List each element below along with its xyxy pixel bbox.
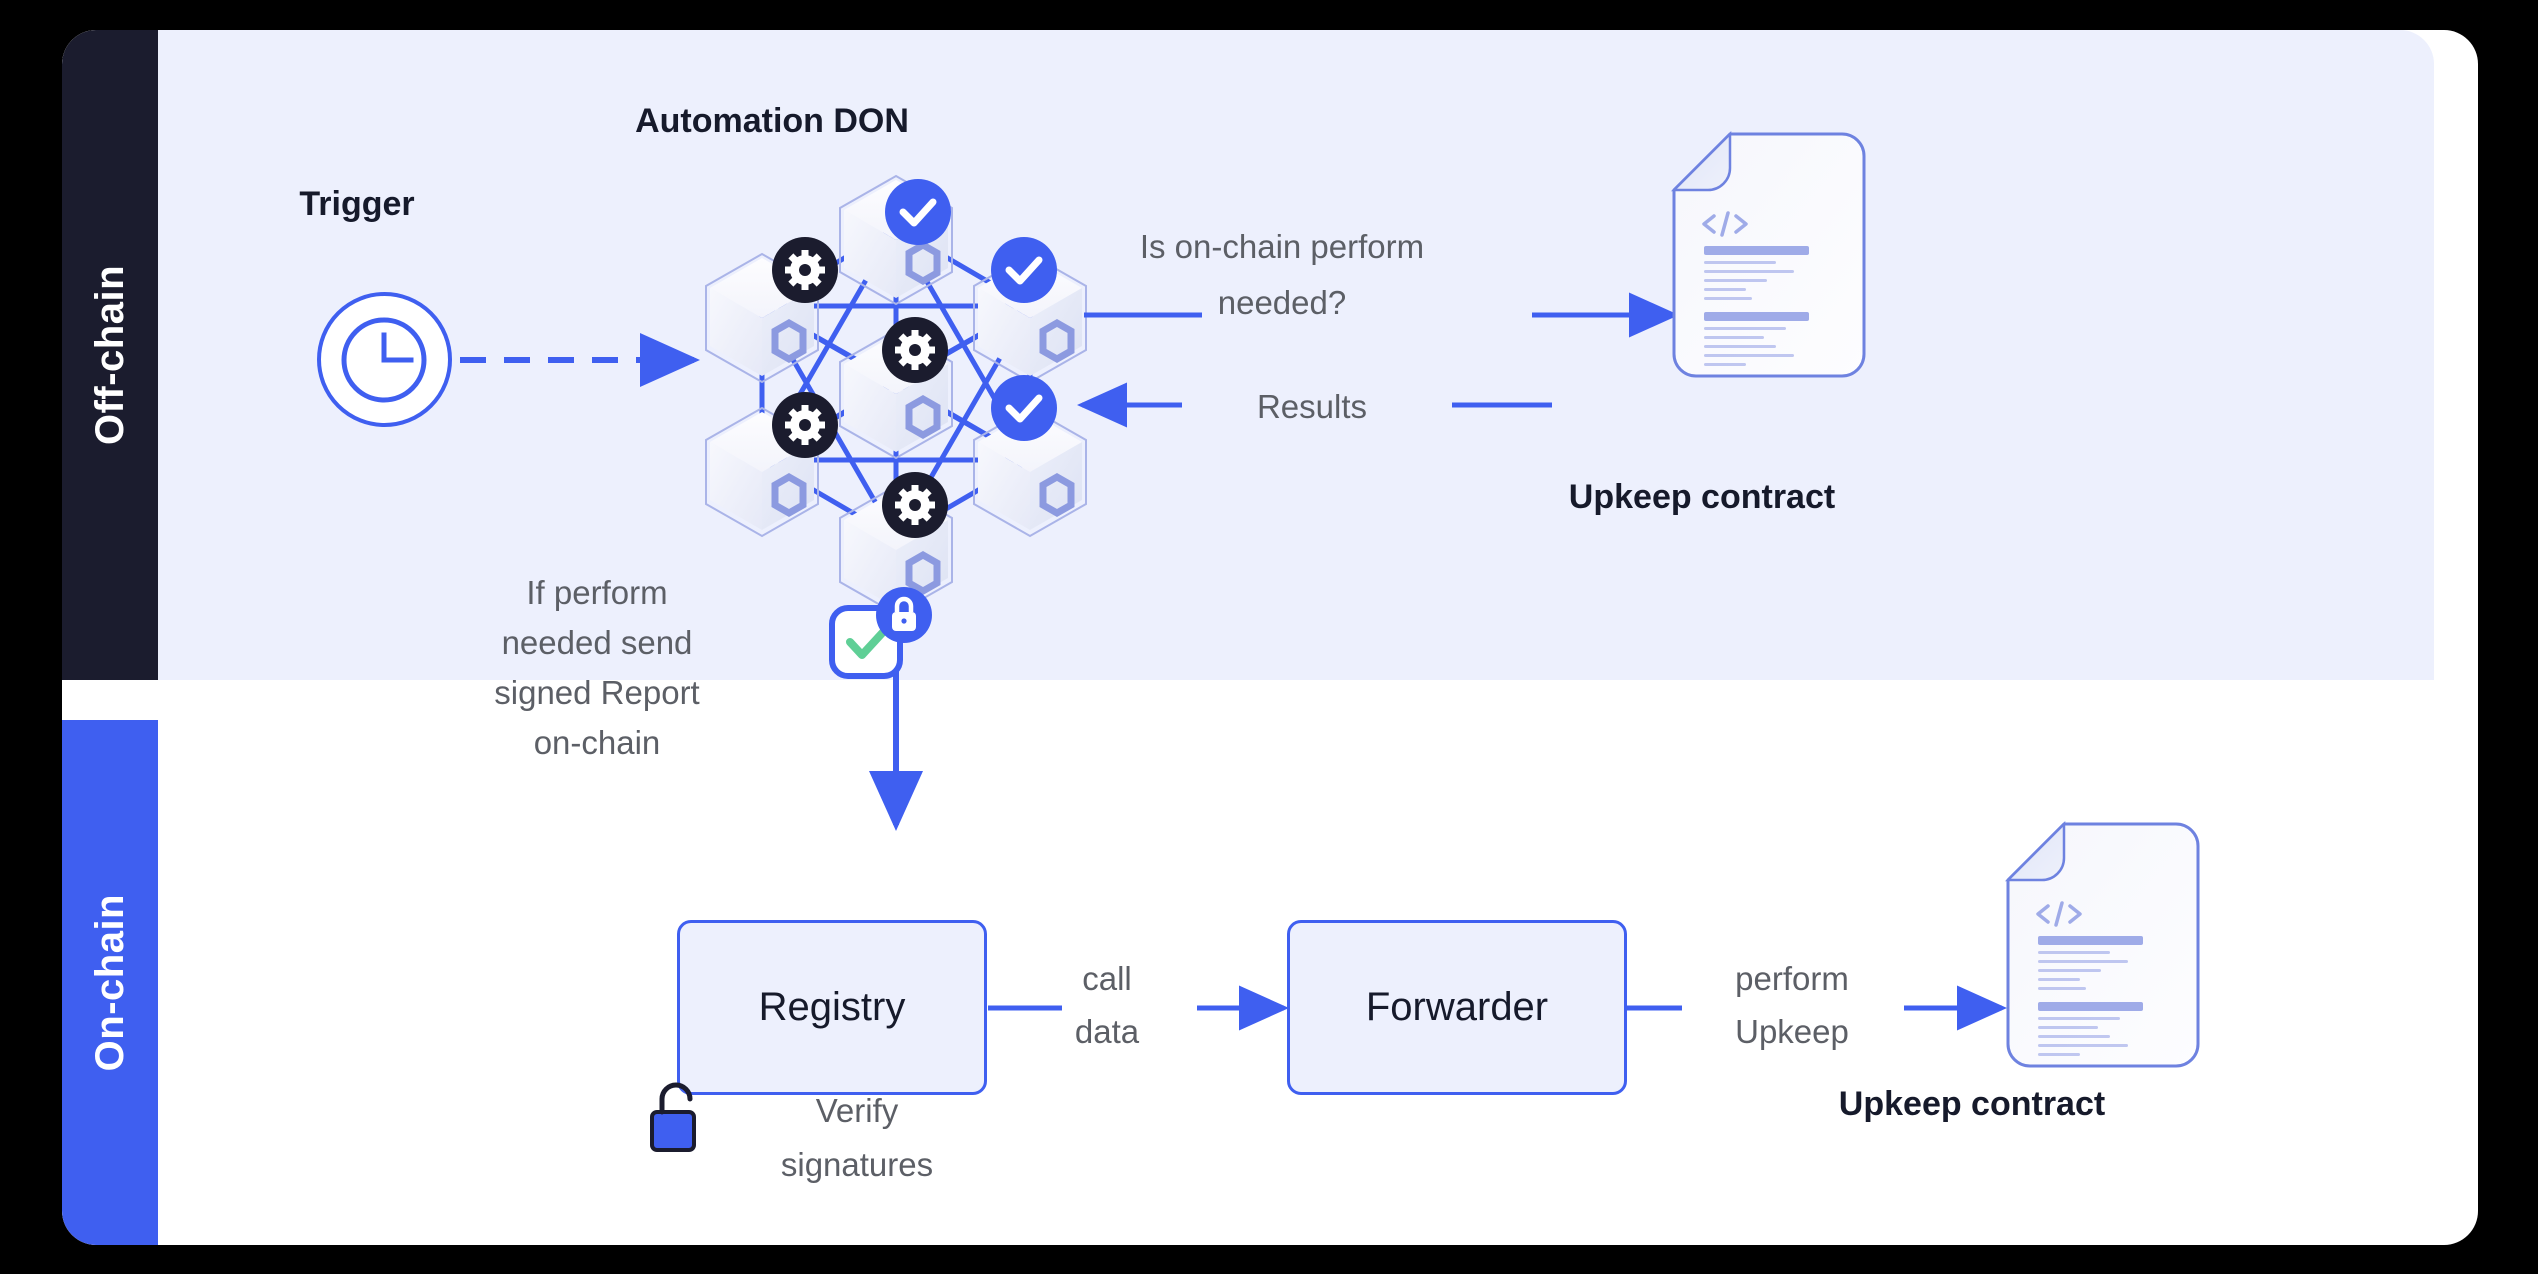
if-perform-line2: needed send <box>501 624 693 661</box>
registry-box[interactable]: Registry <box>677 920 987 1095</box>
band-offchain-label: Off-chain <box>88 264 132 446</box>
is-perform-needed-line2: needed? <box>1217 284 1347 321</box>
offchain-region <box>158 30 2434 680</box>
trigger-ring <box>317 292 452 427</box>
band-offchain: Off-chain <box>62 30 158 680</box>
verify-signatures-line1: Verify <box>815 1092 899 1129</box>
upkeep-contract-doc-bottom <box>2004 820 2200 1068</box>
upkeep-contract-top-label: Upkeep contract <box>1568 478 1836 516</box>
diagram-card: Off-chain On-chain Trigger Automation DO… <box>62 30 2478 1245</box>
registry-label: Registry <box>758 985 906 1029</box>
if-perform-line3: signed Report <box>494 674 700 711</box>
call-data-line2: data <box>1074 1013 1140 1050</box>
forwarder-box[interactable]: Forwarder <box>1287 920 1627 1095</box>
automation-don-title: Automation DON <box>635 102 909 140</box>
trigger-label: Trigger <box>299 185 415 223</box>
code-document-icon <box>2036 901 2082 927</box>
if-perform-line1: If perform <box>526 574 668 611</box>
verify-signatures-line2: signatures <box>780 1146 934 1183</box>
band-onchain-label: On-chain <box>88 893 132 1072</box>
perform-upkeep-line1: perform <box>1735 960 1849 997</box>
band-onchain: On-chain <box>62 720 158 1245</box>
if-perform-line4: on-chain <box>533 724 661 761</box>
results-label: Results <box>1256 388 1368 425</box>
perform-upkeep-line2: Upkeep <box>1735 1013 1849 1050</box>
upkeep-contract-bottom-label: Upkeep contract <box>1838 1085 2106 1123</box>
forwarder-label: Forwarder <box>1365 985 1549 1029</box>
call-data-line1: call <box>1082 960 1132 997</box>
is-perform-needed-line1: Is on-chain perform <box>1139 228 1425 265</box>
